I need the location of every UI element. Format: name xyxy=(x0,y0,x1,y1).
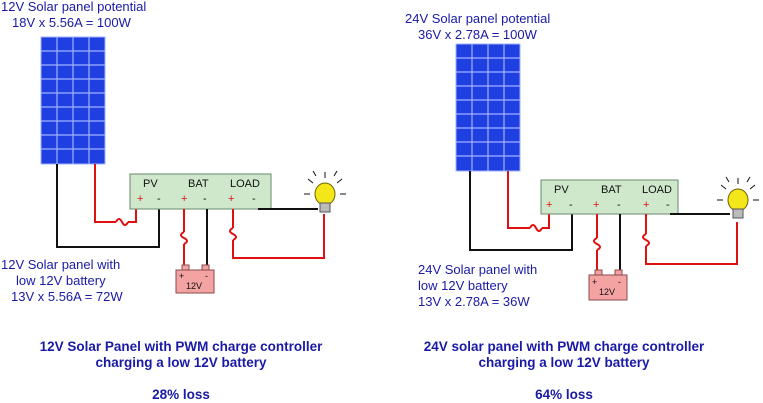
svg-text:+: + xyxy=(137,193,143,205)
left-light-bulb xyxy=(304,170,346,213)
right-caption-line1: 24V solar panel with PWM charge controll… xyxy=(423,339,705,354)
svg-text:+: + xyxy=(643,199,649,211)
right-caption-line2: charging a low 12V battery xyxy=(478,355,650,370)
right-actual-line1: 24V Solar panel with xyxy=(418,262,538,277)
left-actual-line2: low 12V battery xyxy=(16,273,106,288)
right-actual-line3: 13V x 2.78A = 36W xyxy=(418,294,530,309)
right-actual-line2: low 12V battery xyxy=(418,278,508,293)
left-loss: 28% loss xyxy=(152,387,210,402)
right-battery-label: 12V xyxy=(599,287,616,297)
left-caption-line1: 12V Solar Panel with PWM charge controll… xyxy=(39,339,323,354)
svg-text:-: - xyxy=(666,199,670,211)
left-solar-panel xyxy=(40,36,106,165)
svg-text:+: + xyxy=(593,199,599,211)
left-battery: + - xyxy=(175,264,215,294)
left-charge-controller: + - + - + - xyxy=(129,173,272,210)
left-caption-line2: charging a low 12V battery xyxy=(95,355,267,370)
right-light-bulb xyxy=(717,176,759,219)
svg-text:-: - xyxy=(157,193,161,205)
right-circuit: + - + - + - + - xyxy=(455,43,759,301)
left-potential-title: 12V Solar panel potential xyxy=(1,0,147,14)
left-battery-label: 12V xyxy=(186,281,203,291)
svg-text:-: - xyxy=(252,193,256,205)
svg-text:+: + xyxy=(592,277,597,287)
right-battery: + - xyxy=(588,269,628,301)
left-load-label: LOAD xyxy=(230,178,260,190)
svg-text:-: - xyxy=(569,199,573,211)
svg-text:+: + xyxy=(546,199,552,211)
svg-text:-: - xyxy=(205,271,208,281)
left-potential-formula: 18V x 5.56A = 100W xyxy=(12,15,131,30)
right-charge-controller: + - + - + - xyxy=(540,179,679,215)
right-load-label: LOAD xyxy=(642,184,672,196)
left-actual-line3: 13V x 5.56A = 72W xyxy=(11,289,123,304)
svg-text:+: + xyxy=(179,271,184,281)
left-bat-label: BAT xyxy=(188,178,209,190)
svg-text:+: + xyxy=(181,193,187,205)
right-potential-formula: 36V x 2.78A = 100W xyxy=(418,27,537,42)
right-pv-label: PV xyxy=(554,184,569,196)
left-actual-line1: 12V Solar panel with xyxy=(1,257,121,272)
right-solar-panel xyxy=(455,43,521,172)
left-pv-label: PV xyxy=(143,178,158,190)
right-loss: 64% loss xyxy=(535,387,593,402)
right-potential-title: 24V Solar panel potential xyxy=(405,11,551,26)
right-bat-label: BAT xyxy=(601,184,622,196)
svg-text:-: - xyxy=(203,193,207,205)
left-circuit: + - + - + - + - xyxy=(40,36,346,294)
svg-text:-: - xyxy=(618,277,621,287)
svg-text:-: - xyxy=(617,199,621,211)
svg-text:+: + xyxy=(228,193,234,205)
